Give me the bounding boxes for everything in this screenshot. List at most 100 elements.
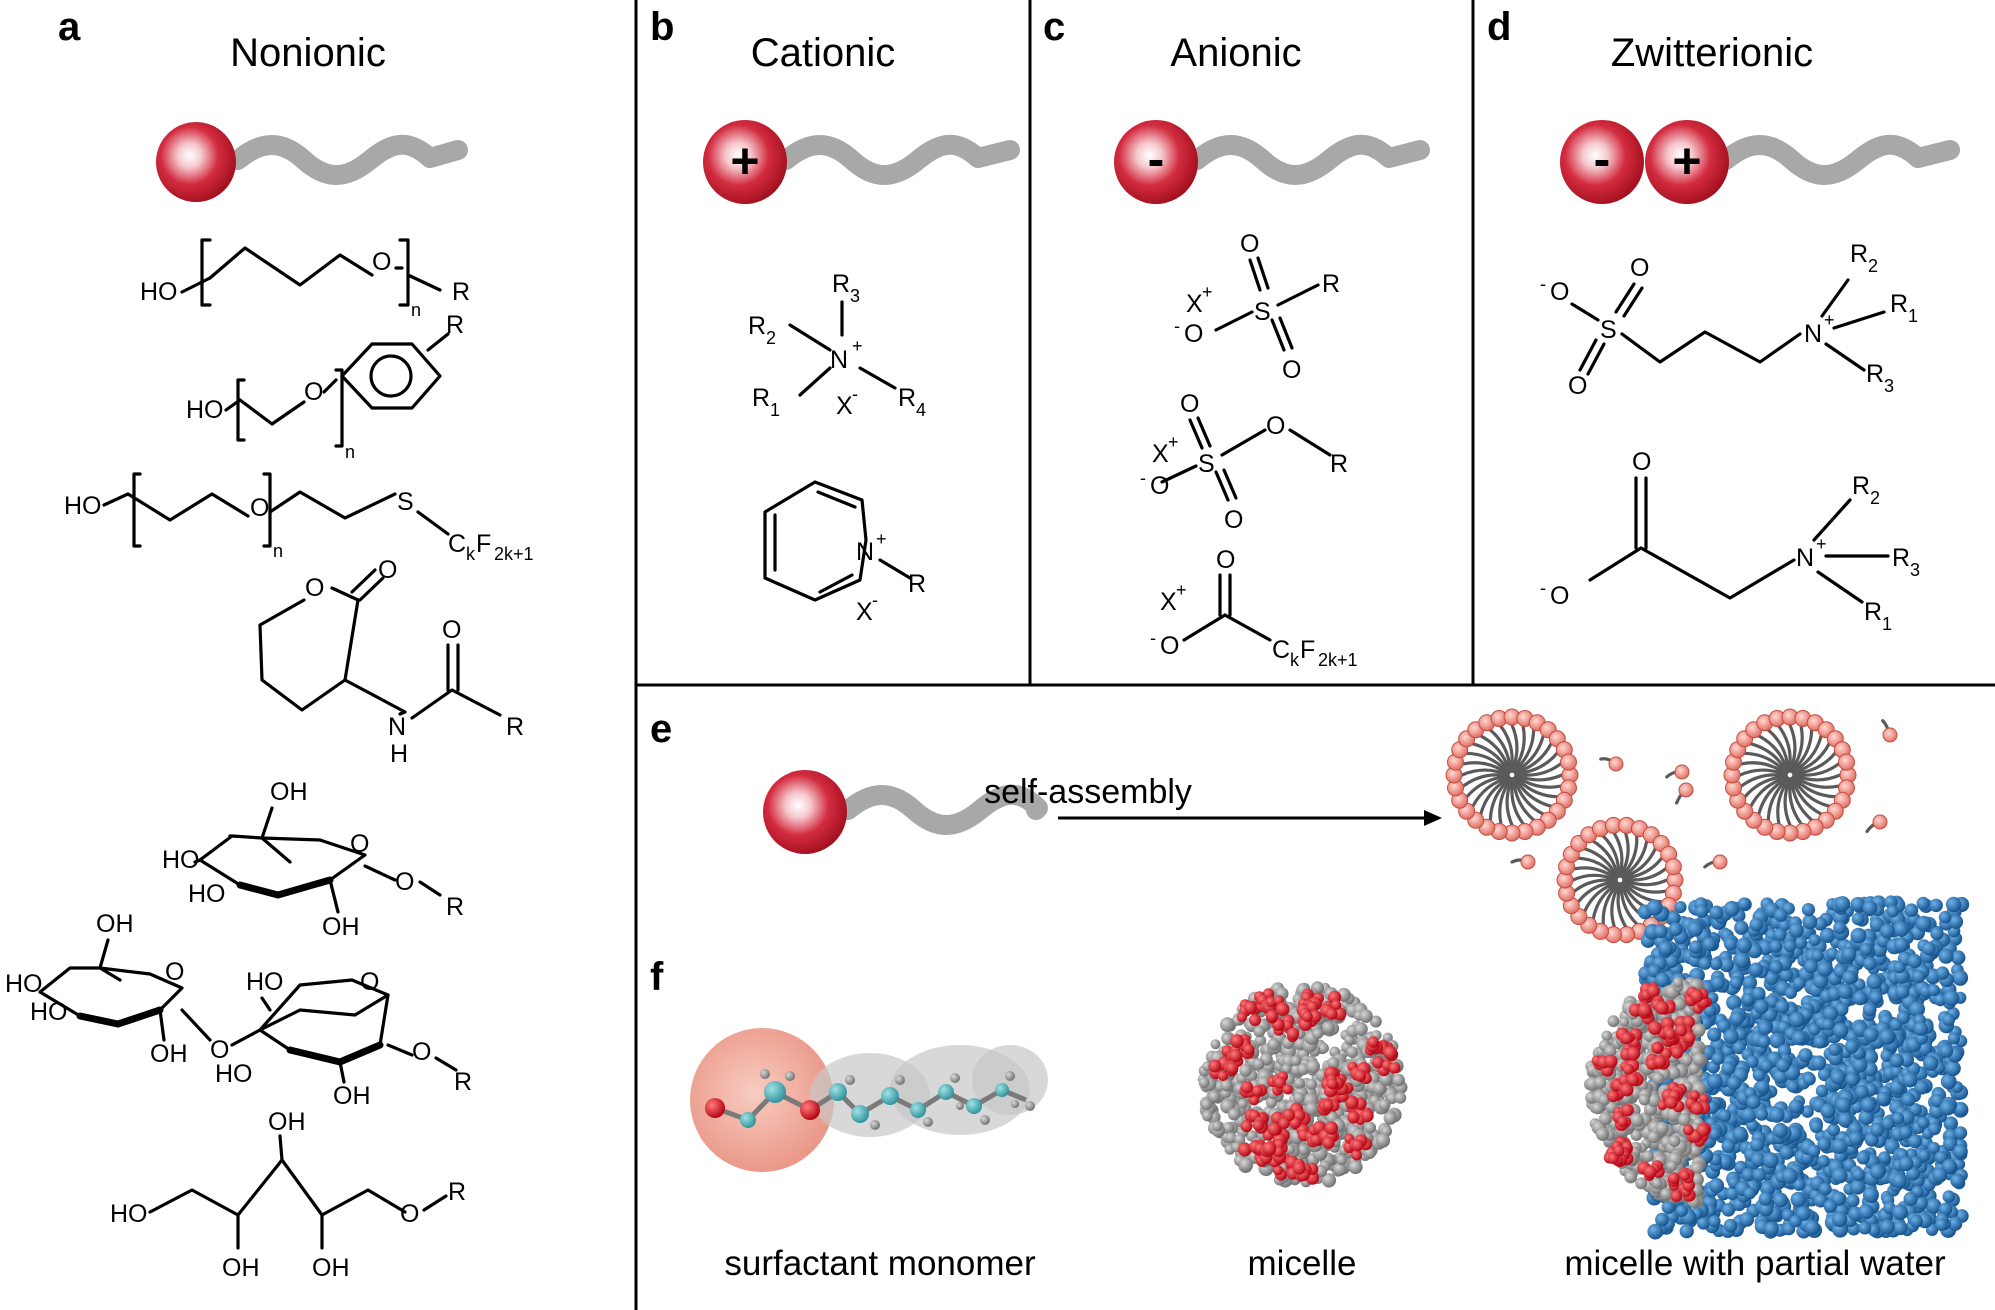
panel-letter-f: f [650, 955, 664, 999]
panel-title-anionic: Anionic [1170, 31, 1301, 75]
structure-disaccharide: OH O HO HO OH O HO O O R HO OH [5, 910, 472, 1110]
svg-text:-: - [872, 590, 878, 610]
panel-title-nonionic: Nonionic [230, 31, 386, 75]
svg-text:4: 4 [916, 400, 926, 420]
self-assembly-arrow [1058, 810, 1442, 826]
panel-dividers [634, 0, 1995, 1310]
svg-text:-: - [1174, 316, 1180, 336]
svg-text:HO: HO [186, 396, 224, 424]
svg-text:N: N [1796, 544, 1814, 572]
panel-title-zwitterionic: Zwitterionic [1611, 31, 1813, 75]
svg-text:O: O [1630, 254, 1649, 282]
svg-text:+: + [1816, 534, 1827, 554]
label-micelle: micelle [1248, 1244, 1357, 1283]
svg-text:H: H [390, 740, 408, 768]
svg-text:2: 2 [1870, 488, 1880, 508]
svg-text:2: 2 [766, 328, 776, 348]
svg-text:R: R [1866, 360, 1884, 388]
svg-text:O: O [1184, 320, 1203, 348]
label-micelle-partial-water: micelle with partial water [1564, 1244, 1946, 1283]
svg-text:+: + [1202, 282, 1213, 302]
svg-text:R: R [748, 312, 766, 340]
svg-text:R: R [752, 384, 770, 412]
svg-text:R: R [452, 278, 470, 306]
structure-sulfate: O S O R O X+ - O [1140, 390, 1348, 534]
svg-text:R: R [448, 1178, 466, 1206]
svg-text:X: X [1160, 588, 1177, 616]
svg-text:O: O [1240, 230, 1259, 258]
svg-text:HO: HO [162, 846, 200, 874]
svg-text:S: S [397, 488, 414, 516]
surfactant-icon-zwitterionic: - + [1560, 120, 1960, 204]
svg-text:O: O [442, 616, 461, 644]
svg-text:O: O [1282, 356, 1301, 384]
svg-text:OH: OH [96, 910, 134, 938]
free-monomer [1881, 719, 1898, 743]
svg-text:O: O [395, 868, 414, 896]
svg-text:N: N [388, 713, 406, 741]
svg-text:HO: HO [110, 1200, 148, 1228]
free-monomer [1510, 854, 1536, 870]
svg-text:R: R [1322, 270, 1340, 298]
monomer-ball-model [690, 1028, 1048, 1172]
svg-text:O: O [1632, 448, 1651, 476]
minus-charge: - [1594, 131, 1611, 187]
structure-fluorinated-peg: HO O n S C k F 2k+1 [64, 472, 534, 564]
svg-text:F: F [1300, 636, 1315, 664]
svg-text:R: R [446, 893, 464, 921]
surfactant-icon-monomer [763, 770, 1048, 854]
free-monomer [1865, 814, 1888, 834]
structure-homoserine-lactone: O O N H O R [258, 556, 524, 768]
surfactant-icon-cationic: + [703, 120, 1020, 204]
svg-text:HO: HO [246, 968, 284, 996]
svg-text:O: O [304, 378, 323, 406]
svg-text:-: - [1540, 578, 1546, 598]
plus-charge: + [730, 133, 759, 189]
svg-text:HO: HO [188, 880, 226, 908]
free-monomer [1675, 782, 1694, 805]
svg-text:R: R [1864, 598, 1882, 626]
svg-text:1: 1 [1908, 306, 1918, 326]
svg-text:R: R [898, 384, 916, 412]
svg-text:O: O [350, 830, 369, 858]
svg-text:O: O [1216, 546, 1235, 574]
svg-text:O: O [1180, 390, 1199, 418]
panel-letter-c: c [1043, 5, 1065, 49]
svg-text:HO: HO [64, 492, 102, 520]
micelle-atom-model [1197, 981, 1408, 1188]
structure-glucoside: OH O O R HO HO OH [162, 778, 464, 941]
label-surfactant-monomer: surfactant monomer [724, 1244, 1036, 1283]
svg-text:+: + [1168, 432, 1179, 452]
svg-text:O: O [360, 968, 379, 996]
svg-text:2k+1: 2k+1 [494, 544, 534, 564]
svg-text:O: O [210, 1036, 229, 1064]
structure-peg-ether: HO O n R [140, 238, 470, 320]
minus-charge: - [1148, 131, 1165, 187]
svg-text:OH: OH [222, 1254, 260, 1282]
svg-text:O: O [400, 1200, 419, 1228]
svg-text:+: + [1824, 310, 1835, 330]
svg-text:R: R [1890, 290, 1908, 318]
panel-letter-b: b [650, 5, 674, 49]
svg-text:1: 1 [1882, 614, 1892, 634]
svg-text:OH: OH [312, 1254, 350, 1282]
svg-text:R: R [454, 1068, 472, 1096]
free-monomer [1665, 764, 1690, 780]
svg-text:S: S [1600, 316, 1617, 344]
svg-text:k: k [1290, 650, 1300, 670]
svg-text:OH: OH [268, 1108, 306, 1136]
svg-text:HO: HO [140, 278, 178, 306]
svg-text:X: X [836, 392, 853, 420]
svg-text:OH: OH [150, 1040, 188, 1068]
svg-text:O: O [372, 248, 391, 276]
svg-text:3: 3 [1884, 376, 1894, 396]
svg-text:-: - [852, 384, 858, 404]
svg-text:C: C [448, 530, 466, 558]
svg-text:R: R [506, 713, 524, 741]
structure-sugar-alcohol: OH HO OH OH O R [110, 1108, 466, 1282]
svg-text:O: O [1160, 632, 1179, 660]
